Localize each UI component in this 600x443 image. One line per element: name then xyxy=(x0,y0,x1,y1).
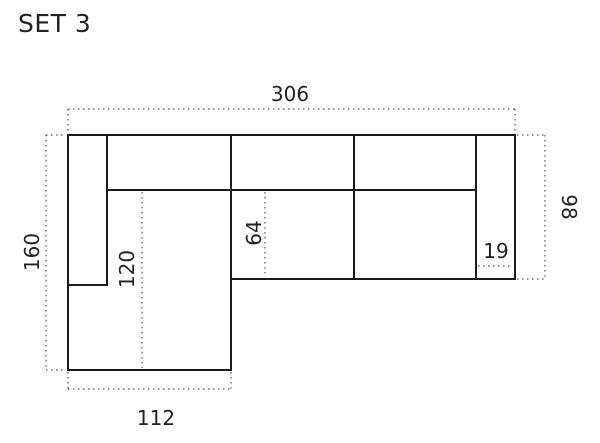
label-chaise-width: 112 xyxy=(137,406,175,430)
label-total-width: 306 xyxy=(271,82,309,106)
set-title: SET 3 xyxy=(18,9,92,38)
label-seat-length: 64 xyxy=(242,220,266,245)
label-armrest-width: 19 xyxy=(483,239,508,263)
dimension-labels: 306 160 98 112 120 64 19 xyxy=(20,82,581,430)
sofa-outline xyxy=(67,134,516,371)
label-total-depth: 160 xyxy=(20,233,44,271)
label-seat-depth: 98 xyxy=(557,194,581,219)
chaise-armrest xyxy=(67,134,108,286)
label-chaise-seat-length: 120 xyxy=(115,250,139,288)
dimension-guides xyxy=(45,108,546,390)
